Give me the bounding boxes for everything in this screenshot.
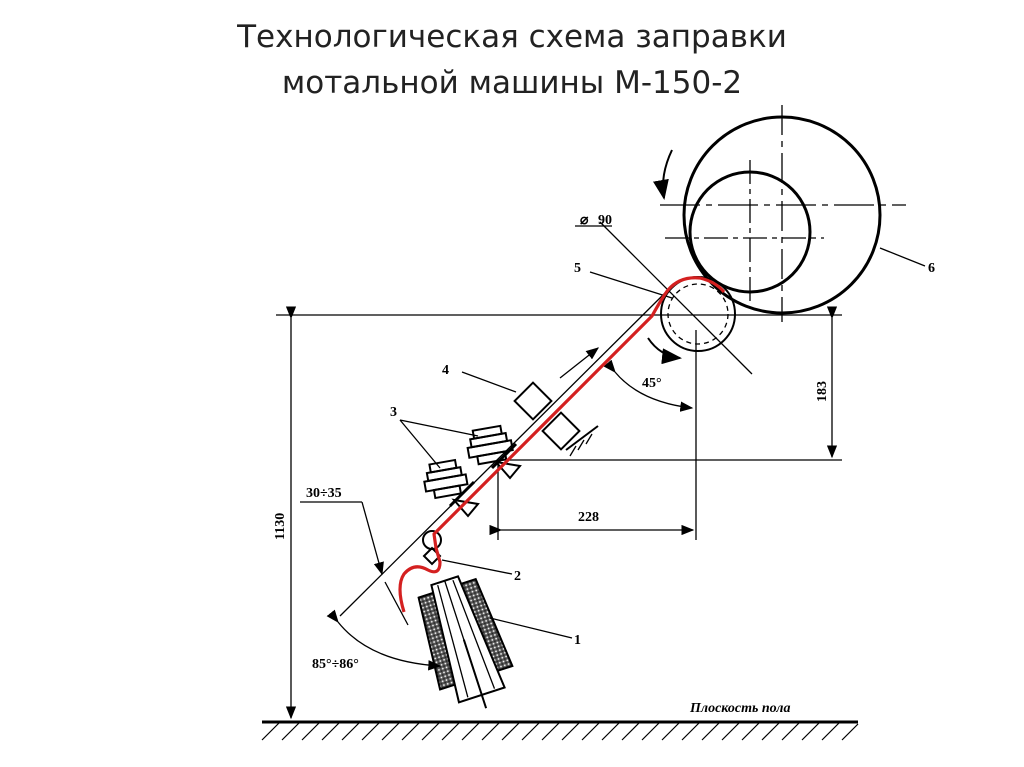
label-6: 6 — [928, 261, 935, 276]
dimension-183: 183 — [498, 306, 842, 461]
dim-228-label: 228 — [578, 510, 599, 525]
label-5: 5 — [574, 261, 581, 276]
angle-30-35: 30÷35 — [300, 486, 409, 626]
angle-30-35-label: 30÷35 — [306, 486, 342, 501]
angle-85-86: 85°÷86° — [312, 609, 442, 672]
label-diameter: 90 — [598, 213, 612, 228]
angle-45-label: 45° — [642, 376, 662, 391]
angle-45: 45° — [603, 359, 694, 412]
thread-path — [398, 276, 726, 613]
thread-guide-4: 4 — [442, 363, 599, 457]
slide-title: Технологическая схема заправки мотальной… — [0, 14, 1024, 106]
label-1: 1 — [574, 633, 581, 648]
title-line-2: мотальной машины М-150-2 — [281, 65, 743, 101]
floor-label: Плоскость пола — [689, 701, 790, 716]
title-line-1: Технологическая схема заправки — [237, 19, 787, 55]
balloon-guide-2: 2 — [422, 530, 521, 584]
label-2: 2 — [514, 569, 521, 584]
dimension-228: 228 — [489, 330, 697, 540]
label-3: 3 — [390, 405, 397, 420]
winding-drum: 6 — [653, 105, 935, 322]
thread-axis-line — [339, 289, 669, 617]
dim-183-label: 183 — [815, 381, 830, 402]
bobbin-1 — [417, 575, 514, 709]
tensioner-3: 3 — [390, 405, 522, 518]
leader-1 — [489, 617, 573, 639]
dim-1130-label: 1130 — [273, 513, 288, 540]
dimension-1130: 1130 — [273, 306, 842, 720]
diameter-symbol: ⌀ — [580, 213, 589, 228]
angle-85-86-label: 85°÷86° — [312, 657, 359, 672]
floor: Плоскость пола — [261, 701, 859, 741]
label-4: 4 — [442, 363, 449, 378]
thread-direction-arrow — [559, 347, 600, 379]
